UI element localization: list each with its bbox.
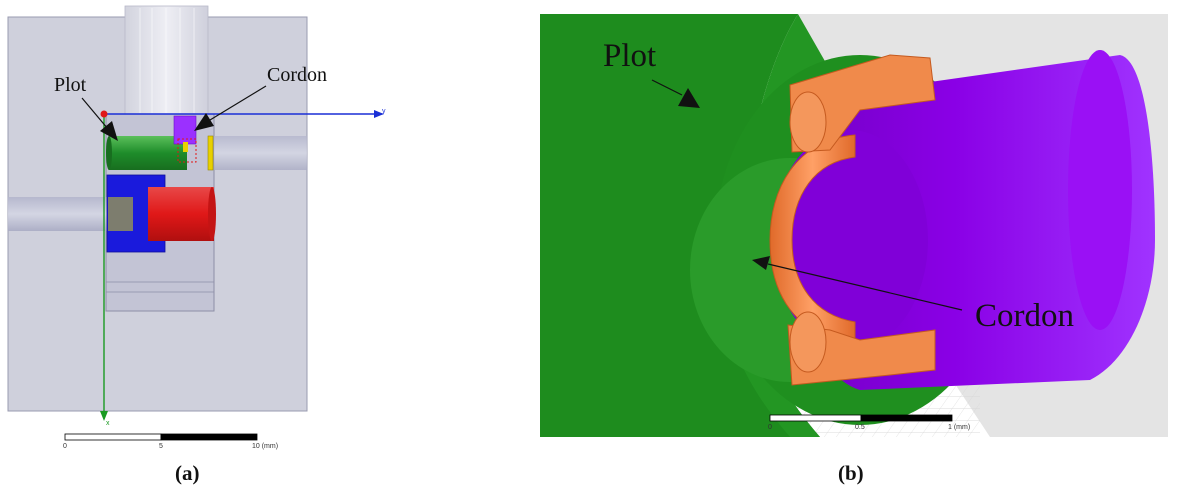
cordon-arrow-line (767, 263, 963, 311)
cordon-element (173, 115, 197, 145)
panel-b-plot-label: Plot (603, 38, 657, 74)
scale-bar-white (64, 433, 162, 441)
cordon-top-arm (789, 54, 936, 153)
cordon-arrowhead (194, 113, 214, 131)
panel-a-plot-label: Plot (54, 74, 87, 96)
scale-bar-white (769, 414, 862, 422)
cordon-arrowhead (752, 256, 770, 270)
panel-b-cordon-label: Cordon (975, 298, 1074, 334)
plot-arrowhead (678, 88, 700, 108)
panel-a-scale-tick-0: 0 (63, 443, 67, 450)
plot-arrowhead (100, 121, 118, 141)
panel-a-scale-tick-2: 10 (mm) (252, 443, 279, 450)
panel-a-scale-tick-1: 5 (159, 443, 163, 450)
x-axis-label: x (106, 420, 110, 427)
panel-a-diagram: y x (7, 5, 386, 441)
scale-bar-black (860, 414, 953, 422)
right-horizontal-tube (214, 136, 307, 170)
inner-cylinder-front (772, 130, 928, 350)
yellow-pin-right (207, 135, 214, 171)
panel-b-diagram (540, 14, 1168, 437)
y-axis-arrowhead (374, 110, 384, 118)
cordon-arrow-line (209, 85, 267, 121)
inner-cylinder-end (1068, 50, 1132, 330)
panel-b-scale-tick-2: 1 (mm) (948, 424, 971, 431)
origin-marker (100, 110, 108, 118)
yellow-pin-left (183, 142, 188, 152)
panel-b-caption: (b) (838, 461, 864, 485)
red-cylinder (148, 187, 214, 241)
panel-b-scale-tick-0: 0 (768, 424, 772, 431)
scale-bar-black (160, 433, 258, 441)
left-horizontal-tube (8, 197, 126, 231)
detail-marker (177, 138, 197, 163)
panel-a-cordon-label: Cordon (267, 64, 327, 86)
plot-arrow-line (651, 79, 683, 96)
panel-b-scale-tick-1: 0.5 (855, 424, 865, 431)
olive-overlap (108, 197, 133, 231)
x-axis-arrowhead (100, 411, 108, 421)
panel-a-caption: (a) (175, 461, 200, 485)
y-axis-label: y (382, 108, 386, 115)
plot-arrow-line (81, 97, 109, 130)
